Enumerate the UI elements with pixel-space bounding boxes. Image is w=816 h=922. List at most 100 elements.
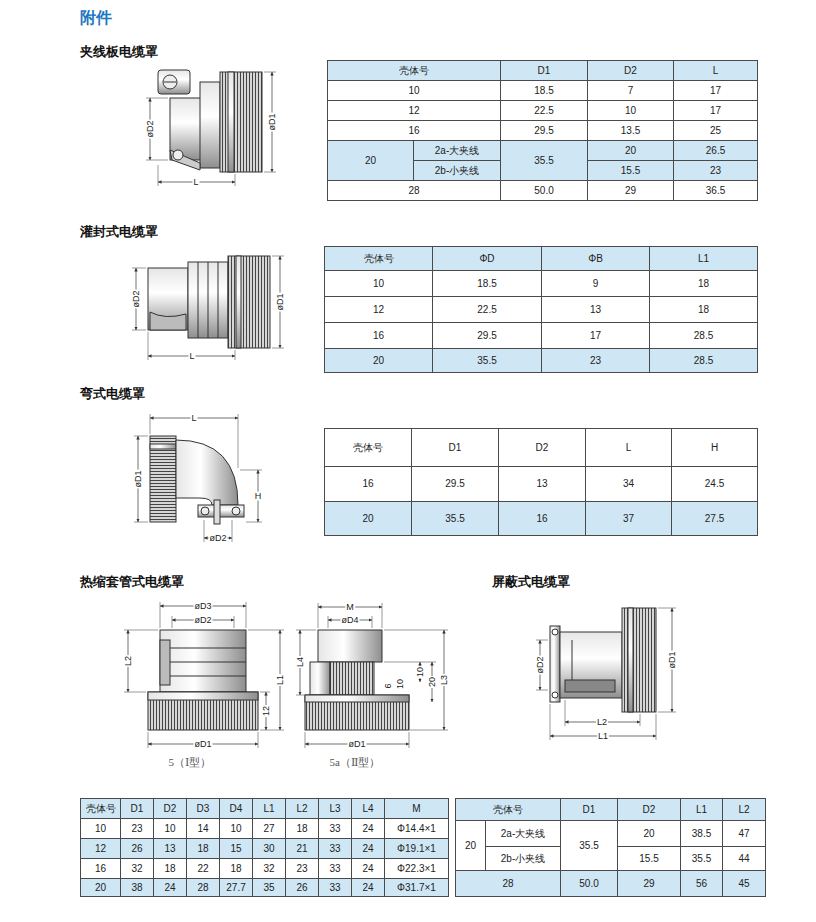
table-value: 45: [738, 879, 749, 889]
dimension-lines-part: [132, 268, 146, 269]
table-cell: 13.5: [587, 120, 674, 141]
heat-shrink-cover-drawing: [148, 630, 258, 730]
table-cell: 17: [673, 80, 758, 101]
dimension-lines-part: [235, 350, 236, 360]
dimension-lines-part: [656, 714, 657, 740]
page-title: 附件: [80, 8, 112, 27]
table-cell: Φ22.3×1: [384, 858, 449, 879]
table-value: 2a-大夹线: [501, 829, 545, 839]
table-value: 23: [590, 356, 601, 366]
table-value: L2: [738, 805, 749, 815]
dimension-lines-part: [536, 640, 548, 641]
table-value: 33: [329, 883, 340, 893]
dimension-lines-part: [384, 630, 448, 631]
dimension-lines-part: [260, 730, 284, 731]
table-value: 12: [373, 305, 384, 315]
table-value: 20: [465, 841, 476, 851]
table-cell: D3: [186, 798, 220, 819]
table-cell: 18: [186, 838, 220, 859]
table-cell: L1: [252, 798, 286, 819]
shielded-cover-drawing-part: [552, 692, 558, 698]
table-cell: 15: [219, 838, 253, 859]
table-value: D1: [538, 66, 551, 76]
table-value: Φ14.4×1: [397, 824, 436, 834]
dimension-label: L: [188, 352, 195, 361]
dimension-lines-part: [134, 436, 148, 437]
table-value: 15.5: [639, 854, 658, 864]
dimension-label: øD2: [193, 616, 212, 625]
dimension-label: øD1: [268, 112, 277, 131]
table-cell: L3: [318, 798, 352, 819]
table-cell: Φ31.7×1: [384, 878, 449, 897]
table-value: 16: [373, 331, 384, 341]
table-cell: 壳体号: [80, 798, 121, 819]
table-cell: 33: [318, 818, 352, 839]
clamp-cover-drawing-part: [158, 70, 190, 94]
dimension-lines-part: [272, 256, 284, 257]
dimension-label: L2: [124, 655, 133, 667]
heat-shrink-cover-drawing: [305, 630, 409, 730]
table-cell: 22.5: [500, 100, 588, 121]
table-value: Φ31.7×1: [397, 883, 436, 893]
table-cell: 27.7: [219, 878, 253, 897]
table-cell: 50.0: [560, 870, 618, 897]
table-value: 27.5: [705, 514, 724, 524]
table-cell: 35.5: [500, 140, 588, 181]
table-cell: 10: [80, 818, 121, 839]
dimension-label: øD1: [668, 650, 677, 669]
table-cell: 10: [327, 80, 501, 101]
table-cell: 50.0: [500, 180, 588, 201]
table-cell: Φ14.4×1: [384, 818, 449, 839]
table-cell: 29.5: [432, 322, 542, 349]
table-cell: 33: [318, 838, 352, 859]
table-value: 壳体号: [364, 254, 394, 264]
table-value: 24: [164, 883, 175, 893]
elbow-cover-drawing: [150, 436, 244, 524]
table-value: 18.5: [477, 279, 496, 289]
dimension-lines-part: [296, 695, 304, 696]
table-cell: 20: [587, 140, 674, 161]
table-cell: 16: [80, 858, 121, 879]
table-value: 2b-小夹线: [435, 166, 479, 176]
table-cell: 壳体号: [324, 246, 433, 271]
table-value: 36.5: [706, 186, 725, 196]
table-cell: 9: [541, 270, 650, 297]
figure-caption: 5a（Ⅱ型）: [330, 757, 381, 768]
table-value: 47: [738, 829, 749, 839]
table-value: 37: [623, 514, 634, 524]
heat-shrink-cover-drawing-part: [170, 676, 246, 677]
table-value: D1: [449, 443, 462, 453]
table-value: D4: [230, 804, 243, 814]
table-value: D2: [536, 443, 549, 453]
table-cell: 26: [285, 878, 319, 897]
table-value: 10: [625, 106, 636, 116]
dimension-label: øD3: [193, 602, 212, 611]
table-cell: 26: [120, 838, 154, 859]
dimension-lines-part: [246, 522, 262, 523]
dimension-lines-part: [204, 520, 205, 542]
dimension-lines-part: [409, 732, 410, 748]
table-value: 50.0: [534, 186, 553, 196]
table-value: 12: [408, 106, 419, 116]
table-value: 18: [698, 305, 709, 315]
table-value: 33: [329, 824, 340, 834]
table-value: 24.5: [705, 479, 724, 489]
table-value: 20: [643, 829, 654, 839]
dimension-lines-part: [232, 520, 233, 542]
table-cell: 25: [673, 120, 758, 141]
section-heading: 弯式电缆罩: [80, 386, 145, 402]
table-cell: 2b-小夹线: [413, 160, 501, 181]
section-heading: 夹线板电缆罩: [80, 44, 158, 60]
table-value: 壳体号: [86, 804, 116, 814]
dimension-label: øD2: [536, 655, 545, 674]
table-cell: L2: [285, 798, 319, 819]
dimension-lines-part: [658, 608, 676, 609]
table-cell: D2: [617, 798, 681, 821]
potted-cover-drawing-part: [208, 262, 209, 338]
table-value: 22.5: [477, 305, 496, 315]
dimension-label: L: [190, 414, 197, 423]
dimension-lines-part: [160, 602, 161, 628]
table-value: 25: [710, 126, 721, 136]
dimension-lines-part: [382, 603, 383, 628]
table-value: 29.5: [534, 126, 553, 136]
